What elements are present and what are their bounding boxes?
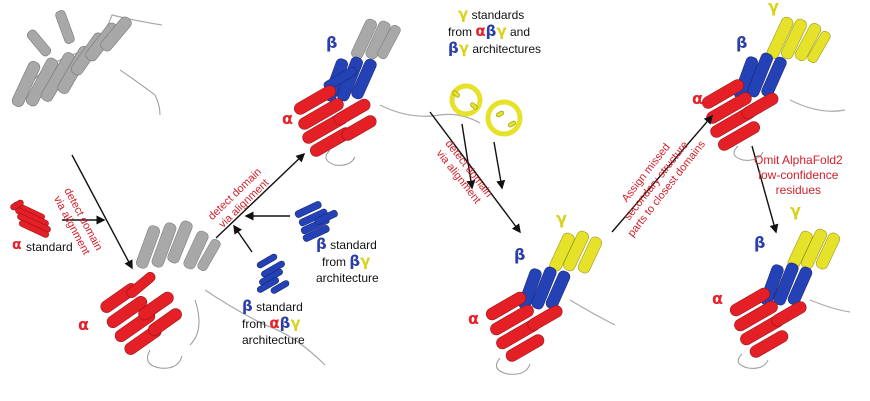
beta-standard-ab-gamma-label: β standard from αβγ architecture — [242, 297, 305, 347]
beta-standard-b-gamma-label: β standard from βγ architecture — [316, 235, 379, 285]
alpha-label-p2: α — [78, 315, 89, 334]
protein-alpha-beta-detected — [294, 18, 481, 166]
arrow-gamma-standard-2 — [493, 141, 506, 190]
protein-all-domains-detected — [485, 230, 616, 375]
alpha-label-std: α — [12, 237, 22, 253]
arrow-step1 — [71, 154, 133, 270]
beta-label-p4: β — [514, 245, 526, 264]
protein-assigned — [702, 16, 846, 161]
gamma-label-p4: γ — [556, 209, 567, 228]
alpha-standard-label: standard — [26, 240, 73, 254]
gamma-label-p6: γ — [790, 201, 801, 220]
alpha-label-p4: α — [468, 309, 479, 328]
beta-standard-ab-gamma-structure — [256, 253, 290, 294]
protein-alpha-detected — [100, 220, 326, 369]
arrow-gamma-standard-1 — [461, 123, 476, 190]
alpha-label-p6: α — [712, 289, 723, 308]
gamma-standards-structures — [449, 83, 523, 137]
gamma-standards-label: γ standards from αβγ and βγ architecture… — [448, 5, 542, 57]
beta-label-p5: β — [736, 33, 748, 52]
arrows — [62, 111, 779, 270]
alpha-label-p3: α — [282, 109, 293, 128]
gamma-label-p5: γ — [768, 0, 779, 16]
arrow-step5 — [751, 145, 779, 234]
arrow-step4 — [611, 114, 713, 233]
beta-label-p6: β — [754, 233, 766, 252]
note-step5: Omit AlphaFold2 low-confidence residues — [754, 153, 843, 197]
beta-standard-b-gamma-structure — [294, 201, 338, 242]
protein-unprocessed — [11, 10, 163, 116]
alpha-standard-structure — [10, 199, 51, 238]
arrow-step3 — [429, 111, 521, 234]
alpha-label-p5: α — [692, 89, 703, 108]
arrow-beta-standard-ab-gamma — [233, 224, 253, 253]
arrow-step2 — [215, 152, 306, 239]
beta-label-p3: β — [326, 33, 338, 52]
protein-final — [729, 228, 851, 369]
